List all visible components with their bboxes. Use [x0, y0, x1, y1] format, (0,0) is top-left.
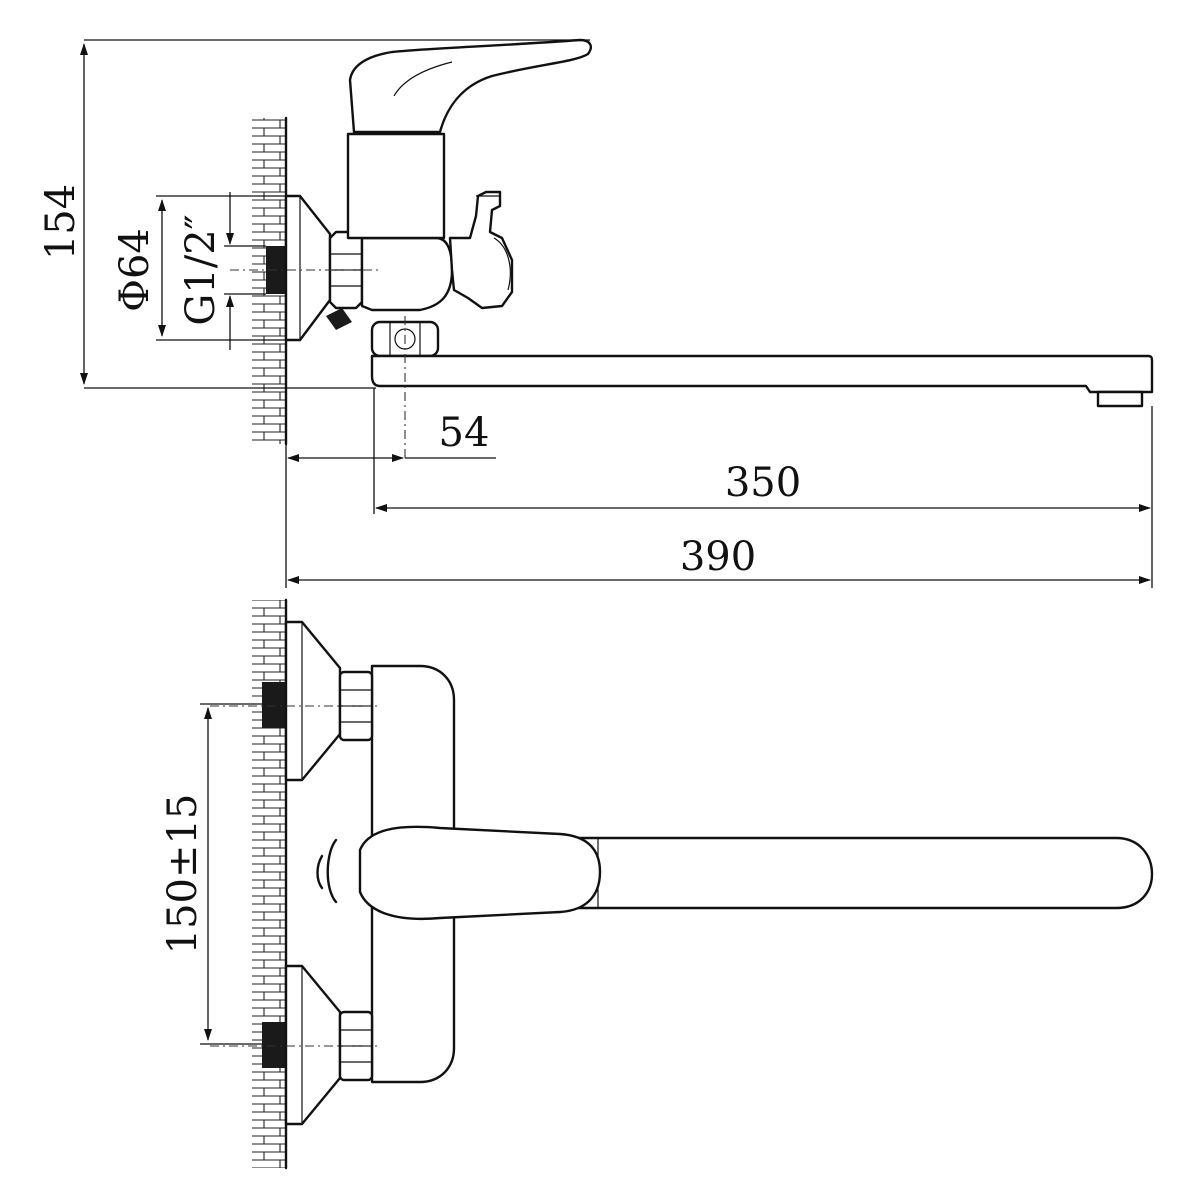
dim-height: 154 — [38, 39, 590, 389]
side-diverter-knob — [448, 190, 514, 310]
dim-height-label: 154 — [38, 184, 84, 260]
side-view-wall — [252, 116, 288, 446]
dim-inlet-spacing: 150±15 — [160, 703, 262, 1045]
dim-thread: G1/2″ — [178, 192, 266, 350]
top-lever-handle — [358, 825, 602, 920]
side-body — [360, 236, 454, 312]
top-flange-lower — [284, 964, 342, 1126]
dim-offset-label: 54 — [439, 410, 490, 456]
top-view-wall — [252, 598, 288, 1170]
dim-overall-reach-label: 390 — [680, 534, 756, 580]
side-small-valve — [326, 308, 352, 330]
dim-flange-diameter-label: Φ64 — [112, 228, 158, 312]
top-flange-upper — [284, 620, 342, 782]
side-spout — [370, 354, 1154, 408]
side-cartridge-housing — [346, 132, 446, 240]
dim-inlet-spacing-label: 150±15 — [160, 794, 206, 955]
top-spout — [558, 836, 1154, 910]
top-thread-fitting-lower — [262, 1022, 286, 1068]
side-lever-handle — [348, 38, 592, 134]
dim-overall-reach: 390 — [287, 534, 1151, 584]
dim-spout-reach-label: 350 — [725, 460, 801, 506]
dim-flange-diameter: Φ64 — [112, 195, 300, 341]
dim-thread-label: G1/2″ — [178, 214, 224, 325]
dim-spout-reach: 350 — [373, 388, 1153, 588]
side-aerator — [1096, 390, 1144, 408]
side-flange — [284, 194, 332, 342]
top-view: 150±15 — [160, 598, 1154, 1170]
side-view: 154 Φ64 G1/2″ 54 350 — [38, 38, 1154, 588]
dim-offset: 54 — [285, 410, 496, 588]
top-thread-fitting-upper — [262, 682, 286, 728]
